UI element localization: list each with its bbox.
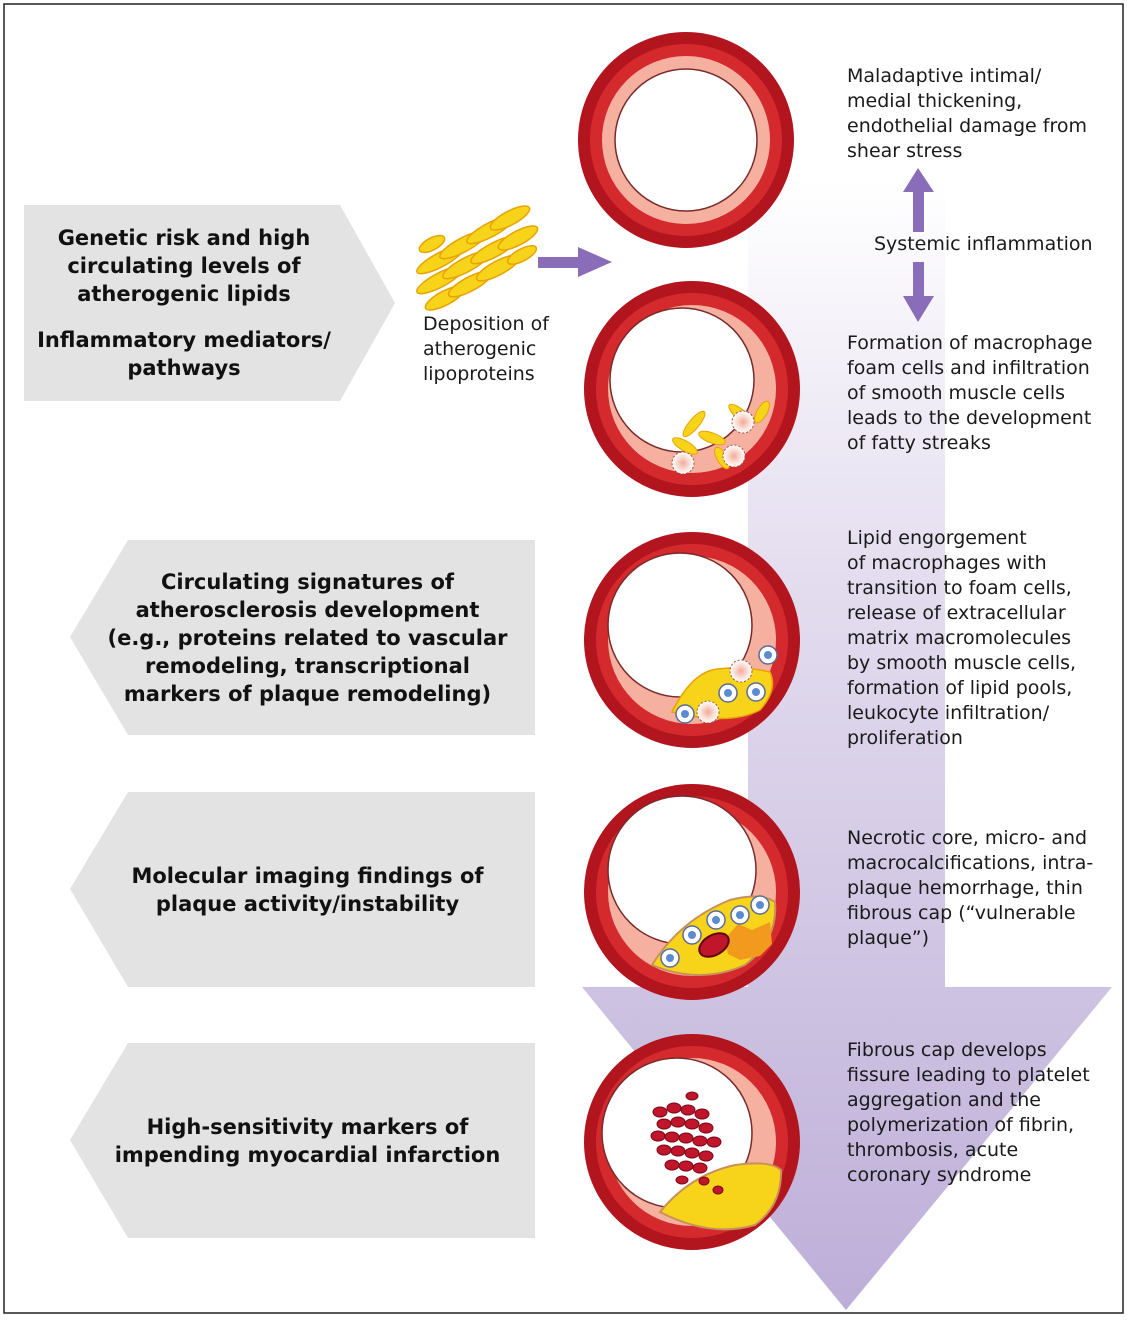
systemic-up-arrow [903, 168, 934, 232]
inflammatory-mediators-text: Inflammatory mediators/ pathways [37, 328, 331, 380]
thrombus-icon [650, 1091, 724, 1195]
artery-stage-1 [578, 32, 794, 248]
circulating-signatures-text: Circulating signatures of atherosclerosi… [107, 569, 508, 706]
circulating-signatures-box: Circulating signatures of atherosclerosi… [80, 540, 535, 735]
panel-molecular-imaging [70, 792, 535, 987]
molecular-imaging-box: Molecular imaging findings of plaque act… [80, 792, 535, 987]
hs-markers-text: High-sensitivity markers of impending my… [114, 1114, 501, 1167]
stage-1-text: Maladaptive intimal/ medial thickening, … [847, 65, 1087, 162]
stage-5-text: Fibrous cap develops fissure leading to … [847, 1039, 1090, 1186]
risk-factors-text: Genetic risk and high circulating levels… [57, 226, 311, 306]
artery-stage-5 [584, 1034, 800, 1250]
panel-circulating-signatures [70, 540, 535, 735]
artery-stage-2 [584, 281, 800, 497]
risk-factors-box: Genetic risk and high circulating levels… [24, 205, 344, 401]
deposition-label: Deposition of atherogenic lipoproteins [423, 313, 549, 385]
outer-border [3, 3, 1124, 1314]
macrophage-icon [671, 410, 755, 475]
deposition-arrow [538, 247, 612, 277]
systemic-inflammation-label: Systemic inflammation [874, 233, 1093, 255]
hs-markers-box: High-sensitivity markers of impending my… [80, 1043, 535, 1238]
artery-stage-4 [584, 784, 800, 1000]
stage-3-text: Lipid engorgement of macrophages with tr… [847, 527, 1077, 749]
molecular-imaging-text: Molecular imaging findings of plaque act… [131, 863, 484, 916]
progression-arrow [582, 180, 1112, 1310]
panel-risk-factors [24, 205, 395, 401]
stage-4-text: Necrotic core, micro- and macrocalcifica… [847, 827, 1094, 949]
stage-2-text: Formation of macrophage foam cells and i… [847, 332, 1093, 454]
leukocyte-icon [675, 645, 778, 724]
systemic-down-arrow [903, 262, 934, 322]
lipoprotein-cluster [416, 205, 539, 311]
panel-hs-markers [70, 1043, 535, 1238]
artery-stage-3 [584, 532, 800, 748]
